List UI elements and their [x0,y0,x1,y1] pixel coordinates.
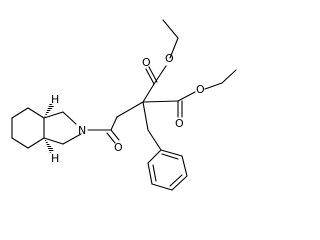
structure-canvas: O O O O O N H H [11,19,237,191]
amide-chain [87,101,144,144]
right-ester [177,69,237,118]
quaternary-carbon-bonds [142,83,179,131]
stereo-hash-bottom [44,138,54,153]
stereo-hash-top [44,103,54,118]
upper-ester [145,19,179,85]
atom-label-ester-carbonyl-o-1: O [142,56,151,69]
atom-label-amide-n: N [78,124,86,137]
atom-label-amide-o: O [114,141,123,154]
chemical-structure-diagram: O O O O O N H H [11,19,237,191]
pyrrolidine-ring [43,111,82,145]
atom-label-ester-ether-o-2: O [196,83,205,96]
atom-label-ester-carbonyl-o-2: O [175,117,184,130]
atom-label-ester-ether-o-1: O [165,52,174,65]
benzyl-group [147,129,188,191]
atom-label-stereo-h-bottom: H [51,152,59,165]
cyclohexane-ring [11,107,45,149]
atom-label-stereo-h-top: H [51,93,59,106]
